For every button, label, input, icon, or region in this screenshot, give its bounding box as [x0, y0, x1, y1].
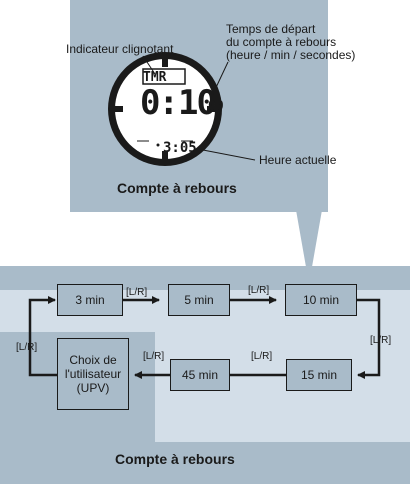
- box-user-choice-line1: Choix de: [69, 353, 117, 367]
- box-15-min: 15 min: [286, 359, 352, 391]
- callout-tail: [296, 210, 322, 284]
- box-15-min-label: 15 min: [300, 368, 338, 382]
- leader-blinking: [142, 55, 156, 75]
- start-time-label-line2: du compte à rebours: [226, 35, 337, 49]
- start-time-label-line1: Temps de départ: [226, 22, 316, 36]
- arrow-upv-to-3: [28, 296, 57, 377]
- callout-title: Compte à rebours: [117, 180, 237, 196]
- lr-label-45-to-upv: [L/R]: [143, 351, 165, 362]
- tmr-frame: [142, 68, 186, 85]
- box-3-min-label: 3 min: [75, 293, 105, 307]
- watch-face: [108, 52, 222, 166]
- blinking-indicator-label: Indicateur clignotant: [66, 42, 174, 56]
- cycle-arrows: [28, 296, 381, 379]
- box-10-min: 10 min: [285, 284, 357, 316]
- footer-title: Compte à rebours: [115, 451, 235, 467]
- countdown-seconds: 00: [208, 99, 224, 114]
- start-time-label-line3: (heure / min / secondes): [226, 48, 356, 62]
- arrow-10-to-15: [357, 298, 381, 379]
- countdown-minutes: 10: [178, 83, 217, 123]
- box-5-min: 5 min: [168, 284, 230, 316]
- box-user-choice-line3: (UPV): [76, 381, 110, 395]
- lr-label-5-to-10: [L/R]: [248, 285, 270, 296]
- leader-current-time: [202, 149, 256, 161]
- tmr-label: TMR: [143, 70, 167, 85]
- box-user-choice-line2: l'utilisateur: [64, 367, 122, 381]
- watch-dot: [156, 143, 160, 147]
- box-3-min: 3 min: [57, 284, 123, 316]
- lr-label-3-to-5: [L/R]: [126, 287, 148, 298]
- watch-tick-top: [162, 59, 168, 67]
- countdown-hours: 0:: [140, 83, 179, 123]
- watch-tick-right: [207, 106, 215, 112]
- lr-label-10-to-15: [L/R]: [370, 335, 392, 346]
- box-user-choice: Choix de l'utilisateur (UPV): [57, 338, 129, 410]
- watch-dial: [115, 59, 215, 159]
- lr-label-15-to-45: [L/R]: [251, 351, 273, 362]
- box-45-min-label: 45 min: [181, 368, 219, 382]
- annotation-leaders: [142, 55, 256, 161]
- current-time-display: 3:05: [163, 140, 197, 156]
- box-5-min-label: 5 min: [184, 293, 214, 307]
- box-45-min: 45 min: [170, 359, 230, 391]
- watch-tick-bottom: [162, 151, 168, 159]
- current-time-label: Heure actuelle: [259, 153, 337, 167]
- watch-tick-left: [115, 106, 123, 112]
- lr-label-upv-to-3: [L/R]: [16, 342, 38, 353]
- leader-start-time: [211, 61, 229, 97]
- box-10-min-label: 10 min: [302, 293, 340, 307]
